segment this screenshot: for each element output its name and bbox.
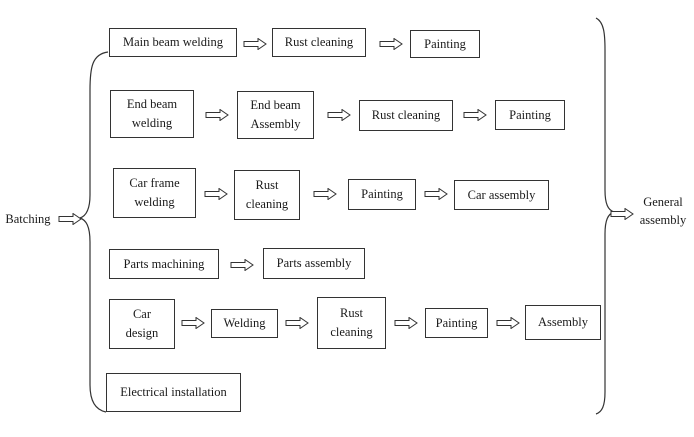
arrow-icon [379,38,403,50]
parts-machining-box: Parts machining [109,249,219,279]
car-assembly-box: Car assembly [454,180,549,210]
arrow-icon [181,317,205,329]
rust-cleaning-box-3: Rust cleaning [234,170,300,220]
arrow-icon [285,317,309,329]
arrow-icon [463,109,487,121]
arrow-icon [394,317,418,329]
arrow-icon [204,188,228,200]
painting-box-2: Painting [495,100,565,130]
end-beam-assembly-box: End beam Assembly [237,91,314,139]
end-beam-welding-box: End beam welding [110,90,194,138]
painting-box-1: Painting [410,30,480,58]
assembly-box: Assembly [525,305,601,340]
car-frame-welding-box: Car frame welding [113,168,196,218]
batching-label: Batching [5,212,51,226]
rust-cleaning-box-2: Rust cleaning [359,100,453,131]
arrow-icon [230,259,254,271]
welding-box: Welding [211,309,278,338]
rust-cleaning-box-1: Rust cleaning [272,28,366,57]
electrical-installation-box: Electrical installation [106,373,241,412]
main-beam-welding-box: Main beam welding [109,28,237,57]
left-brace [78,51,109,413]
car-design-box: Car design [109,299,175,349]
arrow-icon [496,317,520,329]
arrow-icon [243,38,267,50]
arrow-icon [327,109,351,121]
arrow-icon [205,109,229,121]
arrow-icon [424,188,448,200]
painting-box-4: Painting [425,308,488,338]
rust-cleaning-box-4: Rust cleaning [317,297,386,349]
general-assembly-label: General assembly [639,195,687,227]
parts-assembly-box: Parts assembly [263,248,365,279]
painting-box-3: Painting [348,179,416,210]
arrow-icon [313,188,337,200]
arrow-icon [610,208,634,220]
arrow-icon [58,213,82,225]
